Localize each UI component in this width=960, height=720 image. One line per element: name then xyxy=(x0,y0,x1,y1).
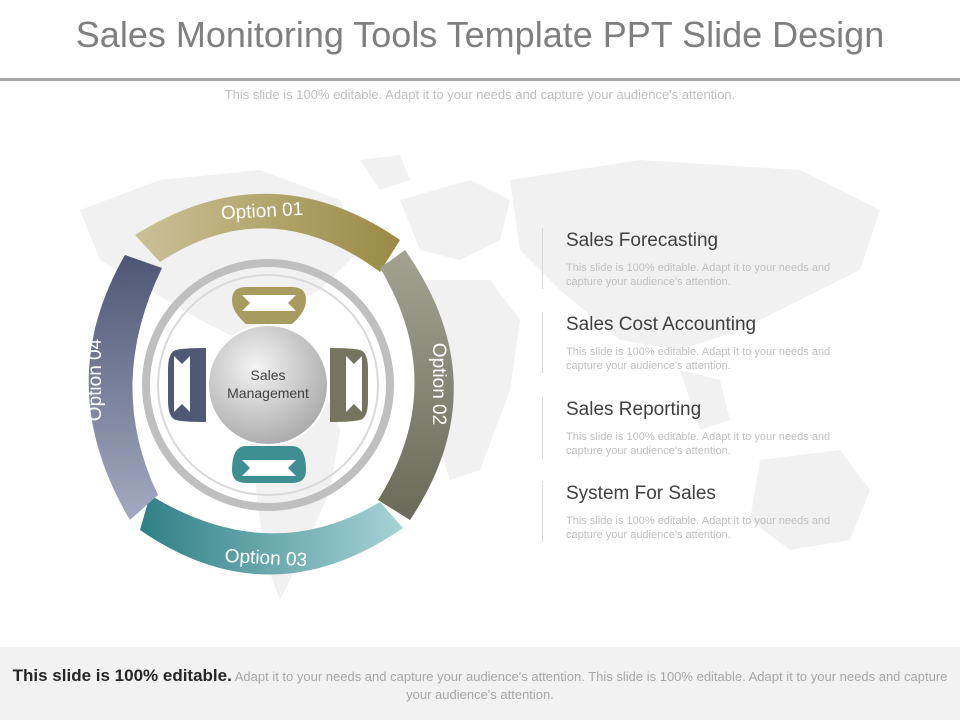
option-01-label: Option 01 xyxy=(220,199,303,224)
item-title: Sales Reporting xyxy=(566,399,702,420)
title-divider xyxy=(0,78,960,81)
item-description: This slide is 100% editable. Adapt it to… xyxy=(566,262,831,288)
footer-bold-text: This slide is 100% editable. xyxy=(12,666,232,685)
list-item-sales-forecasting: Sales Forecasting This slide is 100% edi… xyxy=(542,228,872,289)
center-label-line2: Management xyxy=(227,385,309,401)
option-03-label: Option 03 xyxy=(224,546,307,571)
list-item-sales-cost-accounting: Sales Cost Accounting This slide is 100%… xyxy=(542,312,872,373)
option-03-segment xyxy=(140,495,403,575)
item-description: This slide is 100% editable. Adapt it to… xyxy=(566,346,831,372)
list-item-system-for-sales: System For Sales This slide is 100% edit… xyxy=(542,481,872,542)
item-description: This slide is 100% editable. Adapt it to… xyxy=(566,515,831,541)
item-title: System For Sales xyxy=(566,483,716,504)
center-circle xyxy=(207,324,329,446)
option-02-segment xyxy=(378,250,454,520)
inner-ring-thin xyxy=(157,274,379,496)
footer-text: Adapt it to your needs and capture your … xyxy=(231,669,948,702)
slide-subtitle: This slide is 100% editable. Adapt it to… xyxy=(224,87,736,102)
list-item-sales-reporting: Sales Reporting This slide is 100% edita… xyxy=(542,397,872,458)
option-04-segment xyxy=(88,255,162,520)
center-label-line1: Sales xyxy=(250,367,285,383)
option-01-segment xyxy=(135,193,400,272)
option-02-label: Option 02 xyxy=(428,343,449,425)
item-description: This slide is 100% editable. Adapt it to… xyxy=(566,431,831,457)
option-04-label: Option 04 xyxy=(85,338,106,421)
footer-band: This slide is 100% editable. Adapt it to… xyxy=(0,647,960,720)
slide-title: Sales Monitoring Tools Template PPT Slid… xyxy=(75,14,885,55)
item-title: Sales Forecasting xyxy=(566,230,719,251)
item-title: Sales Cost Accounting xyxy=(566,314,757,335)
inner-ring xyxy=(142,259,394,511)
